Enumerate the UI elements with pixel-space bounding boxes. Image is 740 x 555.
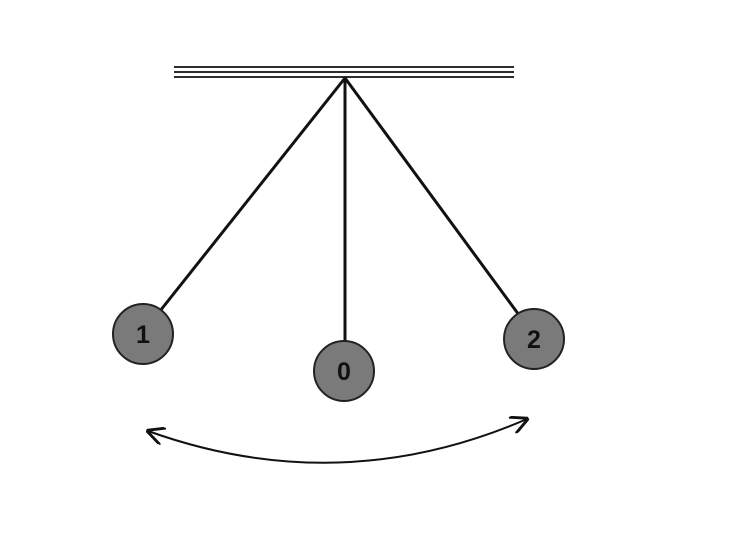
ceiling-support (174, 66, 514, 78)
bob-center: 0 (313, 340, 375, 402)
bob-left: 1 (112, 303, 174, 365)
bob-center-label: 0 (337, 358, 351, 386)
bob-center-circle (313, 340, 375, 402)
bob-right-circle (503, 308, 565, 370)
bob-left-circle (112, 303, 174, 365)
swing-arrow (148, 419, 527, 464)
bob-right-label: 2 (527, 326, 541, 354)
string-right (343, 77, 521, 316)
string-left (158, 77, 347, 312)
bob-right: 2 (503, 308, 565, 370)
bob-left-label: 1 (136, 321, 150, 349)
